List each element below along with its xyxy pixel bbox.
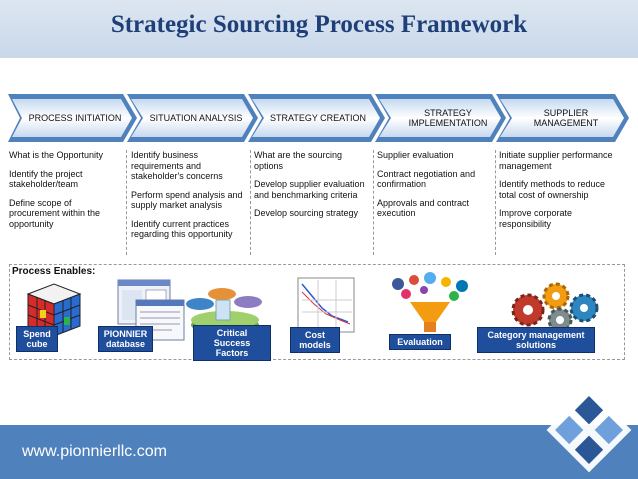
stage-column-3: What are the sourcing options Develop su… [254, 150, 372, 227]
stage-item: Develop sourcing strategy [254, 208, 359, 218]
enabler-evaluation: Evaluation [389, 334, 451, 350]
stage-item: Define scope of procurement within the o… [9, 197, 101, 229]
stage-item: What is the Opportunity [9, 150, 104, 160]
stage-item: Identify methods to reduce total cost of… [499, 179, 606, 200]
stage-item: Perform spend analysis and supply market… [131, 189, 243, 211]
footer-website-link[interactable]: www.pionnierllc.com [22, 443, 167, 460]
stage-label-2: SITUATION ANALYSIS [150, 113, 243, 123]
stage-column-2: Identify business requirements and stake… [131, 150, 249, 248]
stage-item: Identify business requirements and stake… [131, 150, 223, 181]
stage-label-1: PROCESS INITIATION [29, 113, 122, 123]
footer-band [0, 425, 638, 479]
gears-icon [511, 282, 599, 333]
rubiks-cube-icon [26, 283, 82, 337]
enablers-panel [9, 264, 625, 360]
stage-item: Improve corporate responsibility [499, 208, 573, 229]
stage-item: Identify current practices regarding thi… [131, 218, 233, 240]
stage-label-3: STRATEGY CREATION [270, 113, 366, 123]
page-title: Strategic Sourcing Process Framework [110, 11, 528, 38]
enablers-heading: Process Enables: [12, 266, 96, 277]
column-divider [126, 150, 127, 255]
stage-item: Supplier evaluation [377, 150, 454, 160]
stage-item: Identify the project stakeholder/team [9, 168, 83, 190]
stage-item: Contract negotiation and confirmation [377, 168, 476, 190]
evaluation-funnel-icon [392, 272, 468, 332]
header-band [0, 0, 638, 58]
company-logo-icon [546, 387, 632, 473]
stage-item: What are the sourcing options [254, 150, 343, 171]
column-divider [495, 150, 496, 255]
stage-item: Initiate supplier performance management [499, 150, 613, 171]
cost-model-chart-icon [297, 277, 355, 333]
stage-item: Develop supplier evaluation and benchmar… [254, 179, 365, 200]
stage-column-4: Supplier evaluation Contract negotiation… [377, 150, 493, 227]
stage-item: Approvals and contract execution [377, 197, 470, 219]
column-divider [250, 150, 251, 255]
column-divider [373, 150, 374, 255]
process-stages: PROCESS INITIATION SITUATION ANALYSIS ST… [8, 94, 629, 142]
enabler-illustrations [26, 272, 599, 341]
stage-column-1: What is the Opportunity Identify the pro… [9, 150, 121, 237]
stage-column-5: Initiate supplier performance management… [499, 150, 624, 237]
